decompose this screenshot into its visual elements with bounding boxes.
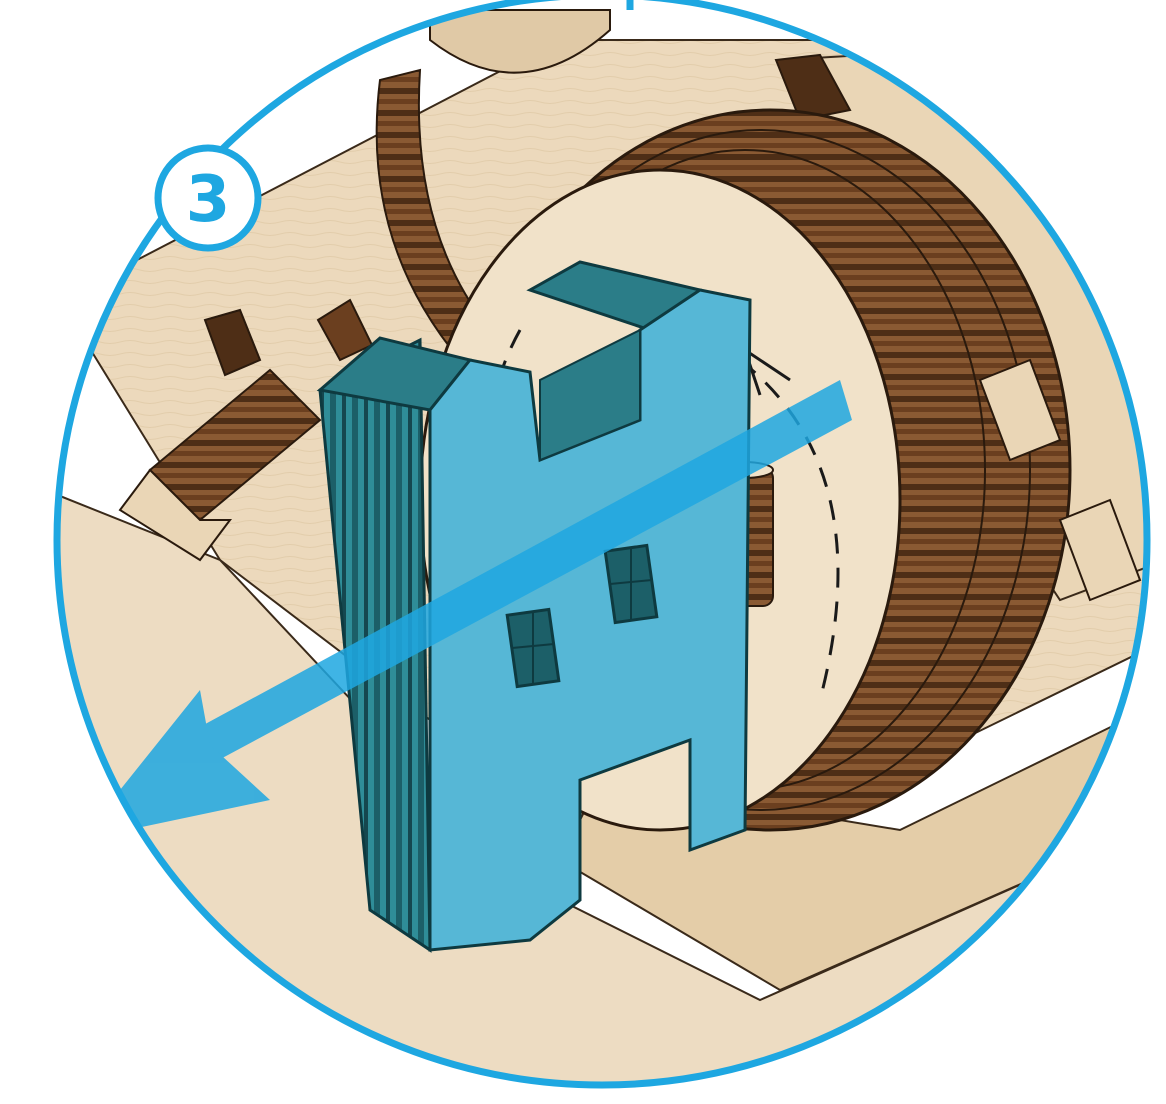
step-number-badge: 3 — [158, 148, 258, 248]
step-number: 3 — [186, 163, 231, 237]
